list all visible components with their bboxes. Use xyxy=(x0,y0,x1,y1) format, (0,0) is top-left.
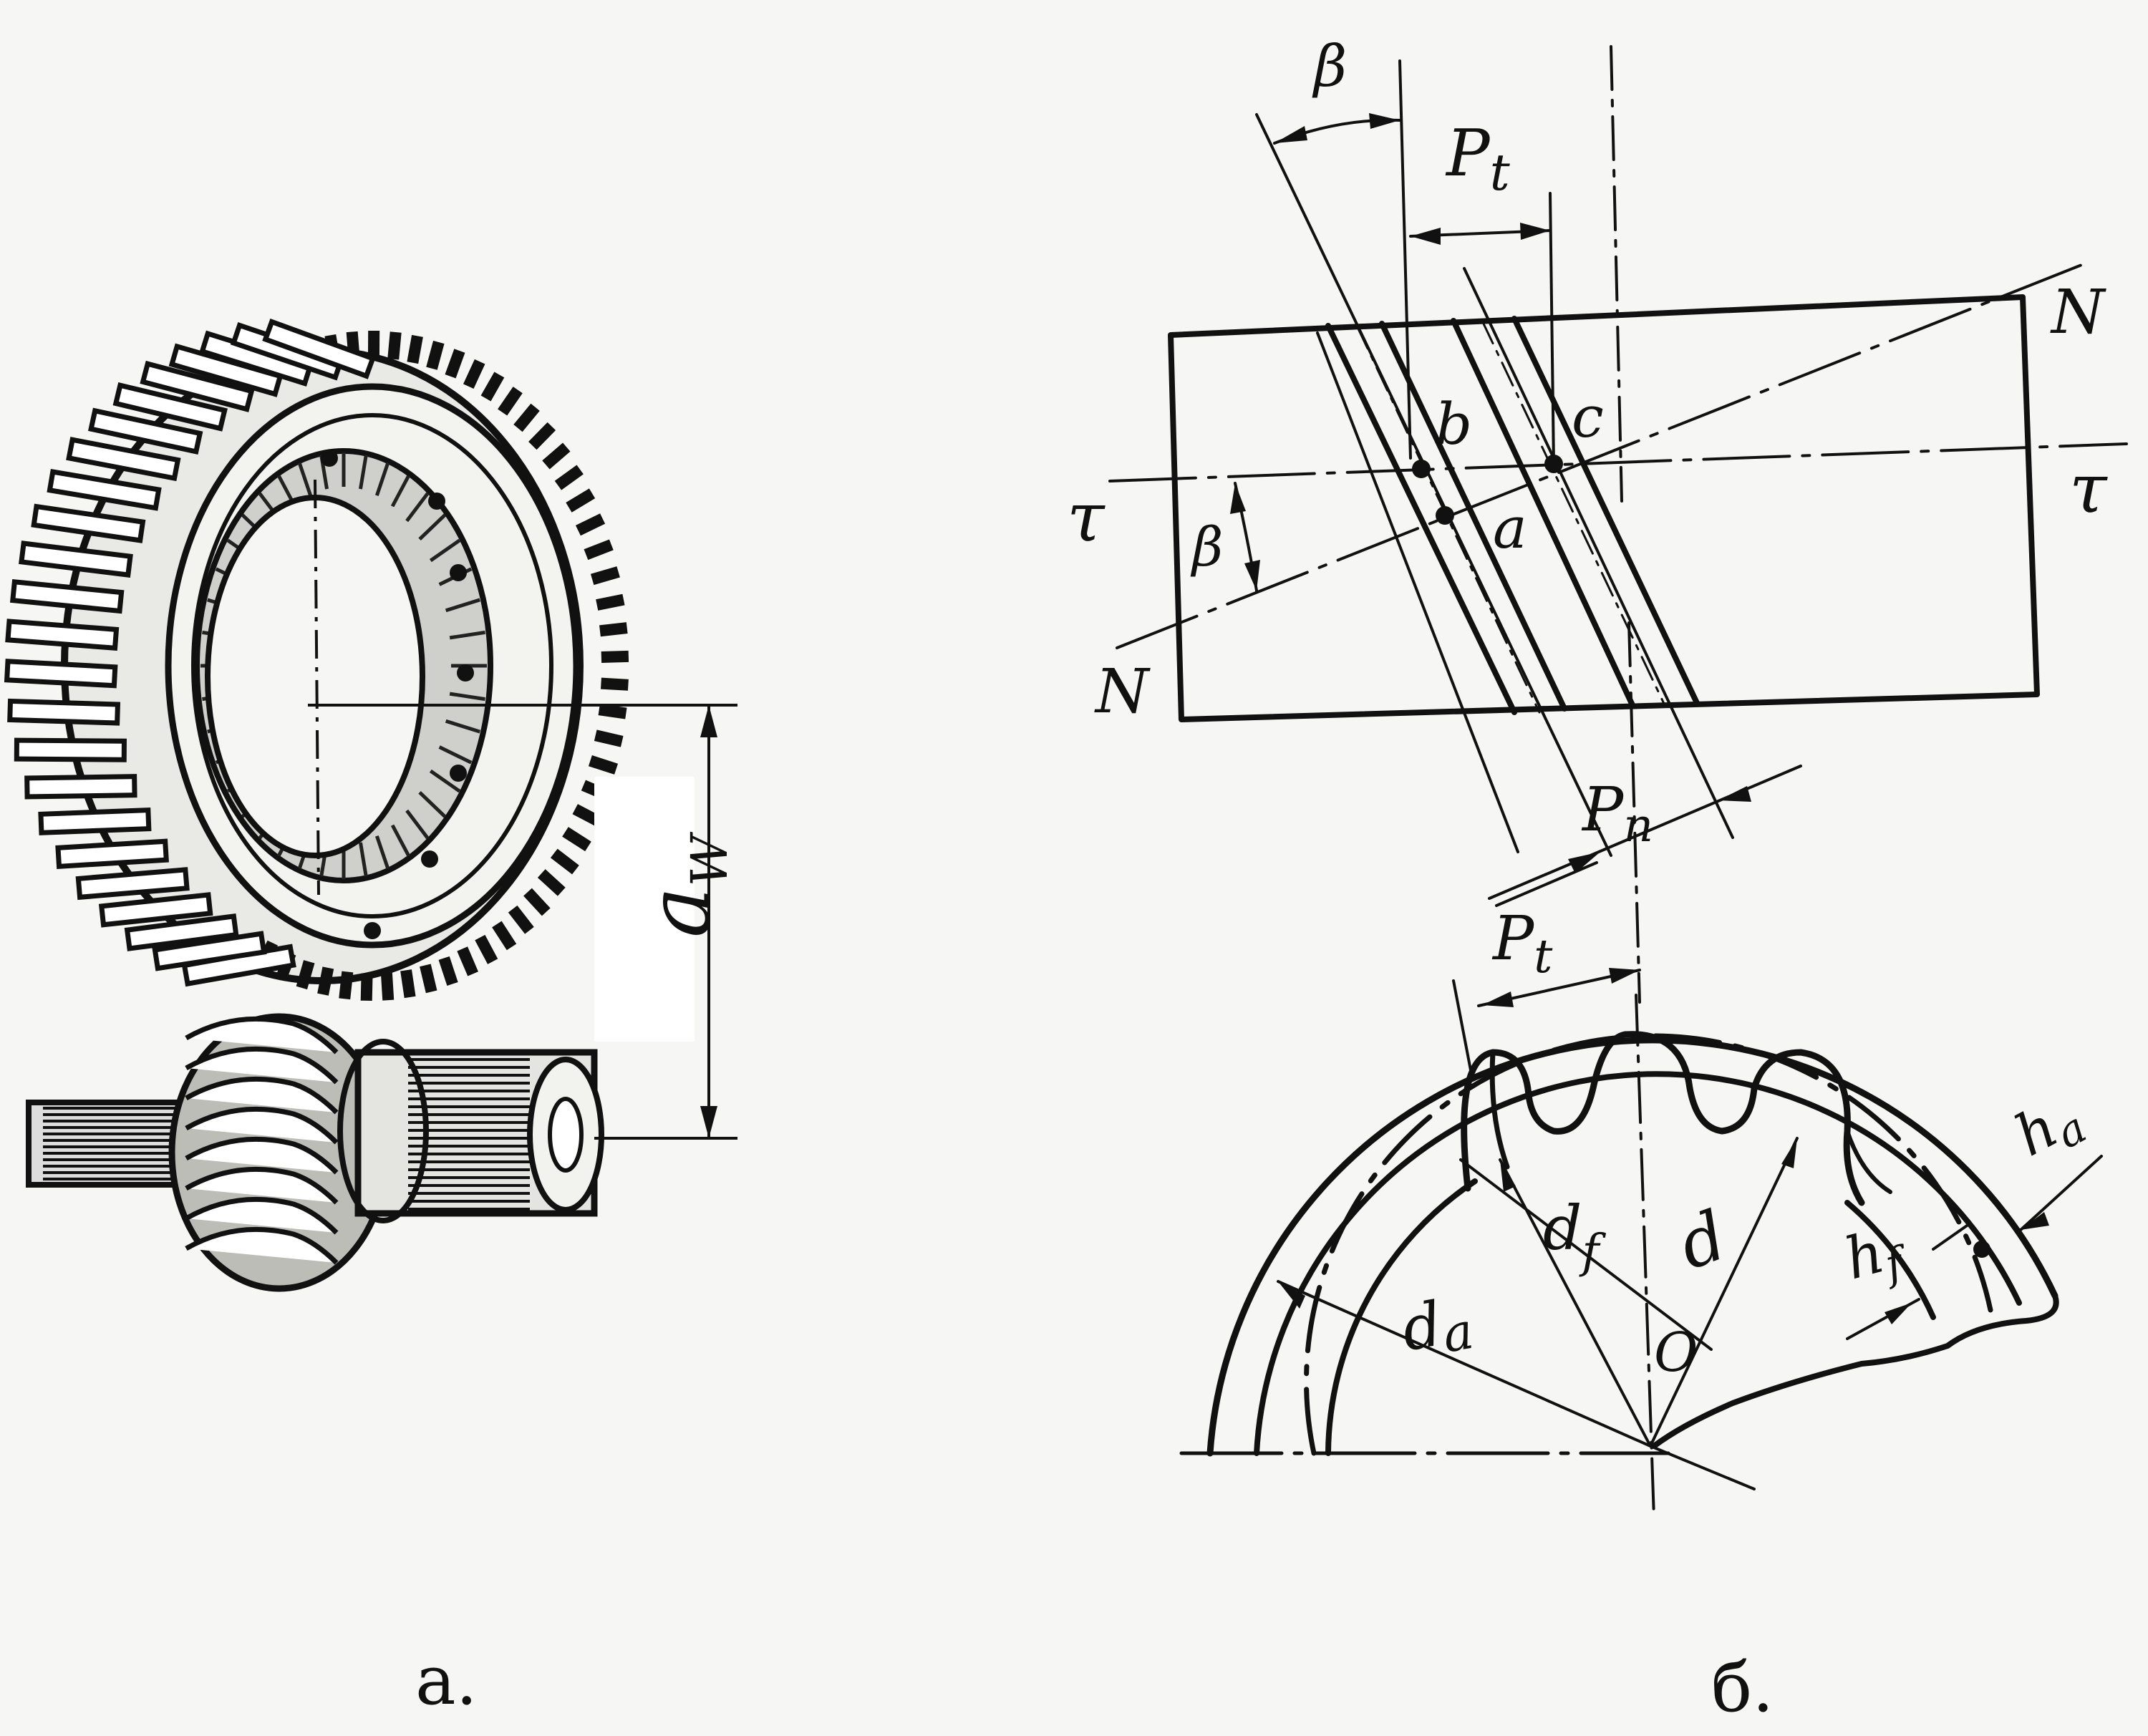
tau-right-label: τ xyxy=(2069,450,2108,528)
ha-label: ha xyxy=(2004,1081,2094,1176)
gear-blank-rectangle xyxy=(1168,294,2040,722)
pt-top-label: Pt xyxy=(1445,116,1511,202)
point-a-label: a xyxy=(1493,495,1527,561)
beta-top-label: β xyxy=(1312,33,1347,100)
beta-left-label: β xyxy=(1190,515,1223,578)
n-right-label: N xyxy=(2050,277,2106,348)
helical-geometry-diagram: β Pt N N τ τ β b c a Pn Pt df d da O hf … xyxy=(1067,33,2128,1519)
helical-teeth-lines xyxy=(1325,316,1700,715)
center-distance-dimension: aW xyxy=(308,704,739,1140)
d-label: d xyxy=(1669,1196,1737,1285)
pn-label: Pn xyxy=(1581,775,1653,853)
n-left-label: N xyxy=(1094,656,1151,727)
large-gear-icon xyxy=(4,318,629,1002)
caption-right: б. xyxy=(1711,1649,1774,1727)
aw-label: aW xyxy=(630,831,739,938)
caption-left: а. xyxy=(415,1642,478,1720)
da-label: da xyxy=(1397,1284,1478,1371)
gear-pair-illustration: aW xyxy=(4,318,739,1292)
tau-left-label: τ xyxy=(1067,478,1106,557)
hf-label: hf xyxy=(1838,1213,1915,1300)
o-label: O xyxy=(1654,1321,1698,1384)
df-label: df xyxy=(1543,1193,1606,1279)
point-c-label: c xyxy=(1572,384,1604,450)
point-b-label: b xyxy=(1436,391,1472,457)
pt-bottom-label: Pt xyxy=(1491,903,1553,984)
pinion-icon xyxy=(26,1013,604,1292)
dedendum-circle xyxy=(1254,1071,2022,1456)
pitch-circle xyxy=(1304,1033,1993,1456)
